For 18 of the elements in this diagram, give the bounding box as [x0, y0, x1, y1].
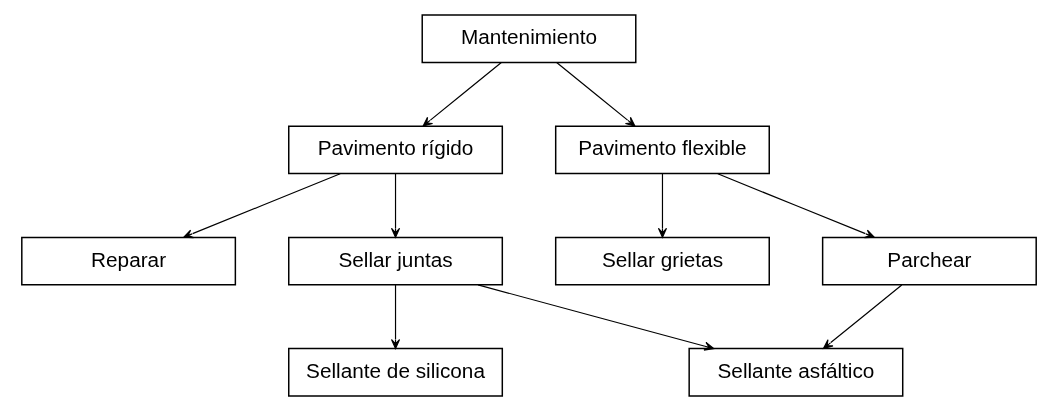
arrow: [182, 172, 341, 238]
node-box: Sellante de silicona: [287, 347, 503, 397]
node-box: Sellar juntas: [287, 236, 503, 286]
node-box: Reparar: [20, 236, 236, 286]
node-box: Sellar grietas: [554, 236, 770, 286]
arrow: [390, 283, 400, 349]
node-box: Pavimento flexible: [554, 124, 770, 174]
arrow: [422, 61, 502, 127]
arrow: [657, 172, 667, 238]
arrow: [716, 172, 875, 238]
node-box: Parchear: [821, 236, 1037, 286]
node-box: Mantenimiento: [421, 13, 636, 63]
arrow: [476, 283, 714, 351]
node-box: Pavimento rígido: [287, 124, 503, 174]
arrow: [822, 283, 902, 349]
arrow: [390, 172, 400, 238]
node-box: Sellante asfáltico: [687, 347, 903, 397]
arrow: [555, 61, 635, 127]
